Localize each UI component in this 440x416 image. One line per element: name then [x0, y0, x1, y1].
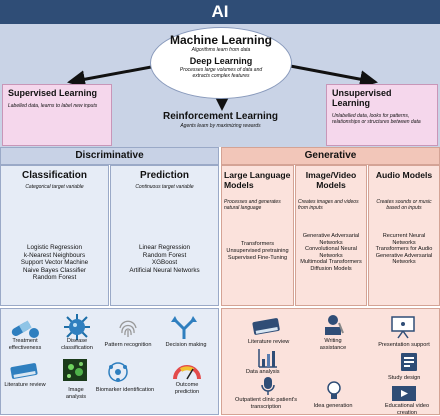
- use-data: Data analysis: [246, 369, 280, 375]
- book-icon: [252, 318, 280, 335]
- classification-title: Classification: [21, 170, 88, 181]
- use-presentation: Presentation support: [378, 342, 430, 348]
- supervised-box: Supervised Learning Labelled data, learn…: [2, 84, 112, 146]
- use-literature: Literature review: [4, 382, 46, 388]
- imgvid-desc: Creates images and videos from inputs: [298, 199, 359, 211]
- use-idea: Idea generation: [313, 403, 353, 409]
- arrow-to-supervised: [67, 63, 163, 89]
- list-item: k-Nearest Neighbours: [23, 251, 86, 259]
- list-item: Naive Bayes Classifier: [23, 266, 86, 274]
- list-item: Logistic Regression: [27, 244, 82, 251]
- list-item: Generative Adversarial Networks: [302, 233, 360, 246]
- use-image: Image analysis: [65, 387, 87, 400]
- discriminative-header: Discriminative: [0, 147, 219, 165]
- fingerprint-icon: [119, 320, 137, 337]
- generative-header: Generative: [221, 147, 440, 165]
- list-item: Transformers: [240, 241, 275, 247]
- dl-title: Deep Learning: [189, 56, 253, 66]
- list-item: Supervised Fine-Tuning: [227, 255, 288, 261]
- header-title: AI: [211, 2, 229, 21]
- reinforcement-box: Reinforcement Learning Agents learn by m…: [124, 111, 317, 135]
- unsupervised-title: Unsupervised Learning: [332, 88, 392, 108]
- use-educational: Educational video creation: [384, 403, 430, 416]
- list-item: Unsupervised pretraining: [226, 248, 289, 254]
- llm-col: Large Language Models Processes and gene…: [221, 165, 294, 306]
- use-disease: Disease classification: [61, 338, 93, 351]
- llm-desc: Processes and generates natural language: [224, 199, 281, 211]
- llm-items: Transformers Unsupervised pretraining Su…: [224, 241, 291, 262]
- supervised-desc: Labelled data, learns to label new input…: [8, 103, 98, 109]
- unsupervised-desc: Unlabelled data, looks for patterns, rel…: [332, 113, 421, 125]
- biomarker-icon: [108, 362, 128, 382]
- list-item: Artificial Neural Networks: [129, 266, 200, 274]
- list-item: Support Vector Machine: [20, 259, 89, 266]
- imgvid-items: Generative Adversarial Networks Convolut…: [298, 233, 364, 273]
- list-item: XGBoost: [151, 259, 178, 266]
- generative-title: Generative: [304, 150, 357, 161]
- unsupervised-box: Unsupervised Learning Unlabelled data, l…: [326, 84, 438, 146]
- prediction-items: Linear Regression Random Forest XGBoost …: [114, 244, 215, 274]
- classification-desc: Categorical target variable: [25, 184, 84, 190]
- classification-col: Classification Categorical target variab…: [0, 165, 109, 306]
- list-item: Linear Regression: [138, 244, 191, 251]
- arrow-to-unsupervised: [284, 63, 378, 89]
- audio-desc: Creates sounds or music based on inputs: [376, 199, 432, 211]
- presentation-icon: [391, 316, 415, 339]
- ml-subtitle: Algorithms learn from data: [191, 47, 251, 53]
- discriminative-uses: Treatment effectiveness Disease classifi…: [0, 308, 219, 415]
- imgvid-col: Image/Video Models Creates images and vi…: [295, 165, 367, 306]
- audio-items: Recurrent Neural Networks Transformers f…: [371, 233, 437, 266]
- use-biomarker: Biomarker identification: [95, 387, 155, 393]
- audio-col: Audio Models Creates sounds or music bas…: [368, 165, 440, 306]
- lightbulb-icon: [327, 381, 341, 399]
- classification-items: Logistic Regression k-Nearest Neighbours…: [4, 244, 105, 282]
- dl-desc: Processes large volumes of data and extr…: [179, 67, 263, 79]
- use-outpatient: Outpatient clinic patient's transcriptio…: [234, 397, 297, 410]
- audio-title: Audio Models: [375, 170, 433, 180]
- use-literature: Literature review: [248, 339, 290, 345]
- use-study: Study design: [388, 375, 421, 381]
- reinforcement-title: Reinforcement Learning: [162, 111, 279, 122]
- list-item: Convolutional Neural Networks: [305, 246, 357, 259]
- list-item: Random Forest: [142, 251, 187, 259]
- reinforcement-desc: Agents learn by maximizing rewards: [180, 123, 261, 129]
- list-item: Generative Adversarial Networks: [375, 252, 433, 266]
- list-item: Multimodal Transformers: [300, 259, 362, 266]
- video-icon: [392, 386, 416, 401]
- list-item: Random Forest: [32, 274, 77, 281]
- use-decision: Decision making: [165, 342, 207, 348]
- decision-icon: [171, 316, 197, 339]
- ml-ellipse: Machine Learning Algorithms learn from d…: [150, 27, 292, 99]
- prediction-col: Prediction Continuous target variable Li…: [110, 165, 219, 306]
- header-bar: AI: [0, 0, 440, 24]
- llm-title: Large Language Models: [224, 170, 291, 190]
- microphone-icon: [261, 377, 275, 395]
- ml-title: Machine Learning: [169, 33, 273, 47]
- virus-icon: [64, 314, 90, 340]
- imgvid-title: Image/Video Models: [305, 170, 357, 190]
- discriminative-title: Discriminative: [75, 150, 144, 161]
- list-item: Diffusion Models: [310, 265, 352, 272]
- image-analysis-icon: [63, 359, 87, 381]
- use-outcome: Outcome prediction: [174, 382, 200, 395]
- chart-icon: [258, 349, 277, 368]
- supervised-title: Supervised Learning: [8, 88, 98, 98]
- writing-icon: [325, 315, 344, 335]
- generative-uses: Literature review Writing assistance Pre…: [221, 308, 440, 416]
- gauge-icon: [173, 365, 201, 380]
- use-treatment: Treatment effectiveness: [8, 338, 42, 351]
- list-item: Transformers for Audio: [375, 246, 433, 253]
- prediction-title: Prediction: [140, 170, 189, 181]
- list-item: Recurrent Neural Networks: [382, 233, 426, 246]
- arrows: [67, 63, 378, 111]
- use-writing: Writing assistance: [319, 338, 347, 351]
- book-icon: [10, 363, 38, 379]
- use-pattern: Pattern recognition: [104, 342, 152, 348]
- study-design-icon: [401, 353, 417, 371]
- prediction-desc: Continuous target variable: [135, 184, 194, 190]
- pills-icon: [11, 320, 39, 338]
